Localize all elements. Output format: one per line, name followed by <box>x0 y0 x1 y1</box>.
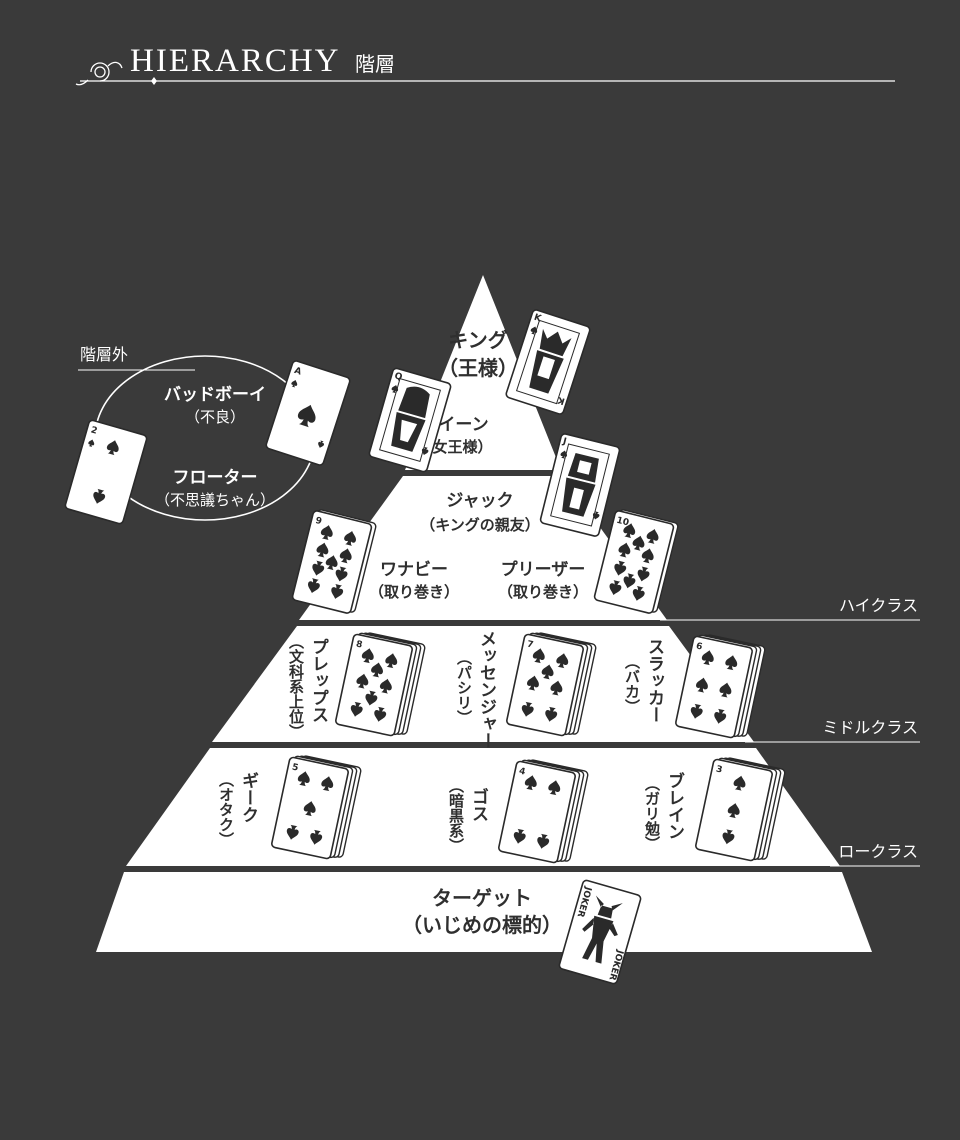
target-name: ターゲット <box>432 886 532 910</box>
class-middle: ミドルクラス <box>822 718 918 737</box>
seven-rank: 7 <box>526 639 534 650</box>
tier-top <box>405 275 561 470</box>
messenger-desc: （パシリ） <box>455 650 473 725</box>
geek-name: ギーク <box>238 772 258 823</box>
king-desc: （王様） <box>438 356 518 380</box>
four-rank: 4 <box>518 766 526 777</box>
class-markers: ハイクラス ミドルクラス ロークラス <box>660 596 920 867</box>
tier-target <box>96 872 872 952</box>
goth-desc: （暗黒系） <box>447 778 465 853</box>
badboy-desc: （不良） <box>185 408 245 426</box>
card-eight: 8 <box>335 632 426 737</box>
card-three: 3 <box>695 757 786 862</box>
jack-rank: J <box>561 437 568 448</box>
king-name: キング <box>448 328 507 352</box>
page-subtitle: 階層 <box>355 53 395 76</box>
jack-desc: （キングの親友） <box>420 516 540 534</box>
outside-label: 階層外 <box>80 345 128 364</box>
slacker-desc: （バカ） <box>623 654 641 714</box>
geek-desc: （オタク） <box>217 772 235 847</box>
card-nine: 9 <box>291 509 377 614</box>
card-seven: 7 <box>506 632 597 737</box>
card-four: 4 <box>498 759 589 864</box>
brain-name: ブレイン <box>664 771 684 840</box>
jester-icon <box>582 895 623 964</box>
card-joker: JOKER JOKER <box>558 879 642 985</box>
eight-rank: 8 <box>355 639 363 650</box>
two-rank: 2 <box>90 425 99 436</box>
brain-desc: （ガリ勉） <box>643 776 661 851</box>
goth-name: ゴス <box>468 787 488 822</box>
wannabe-desc: （取り巻き） <box>369 583 459 601</box>
wannabe-name: ワナビー <box>380 560 448 580</box>
king-rank: K <box>533 313 544 325</box>
card-six: 6 <box>675 634 766 739</box>
card-jack: J <box>539 433 621 537</box>
ace-rank: A <box>293 366 303 378</box>
jack-name: ジャック <box>446 491 513 511</box>
card-ten: 10 <box>593 509 679 614</box>
tier-labels: キング （王様） クイーン （女王様） ジャック （キングの親友） ワナビー （… <box>217 328 684 937</box>
preps-name: プレップス <box>308 638 328 723</box>
class-low: ロークラス <box>838 842 918 861</box>
svg-text:K: K <box>556 394 567 406</box>
queen-rank: Q <box>393 371 403 383</box>
card-king: K K <box>505 309 591 415</box>
floater-name: フローター <box>173 468 258 488</box>
badboy-name: バッドボーイ <box>164 385 266 405</box>
pleaser-name: プリーザー <box>501 559 586 580</box>
three-rank: 3 <box>715 764 723 775</box>
card-five: 5 <box>271 755 362 860</box>
preps-desc: （文科系上位） <box>287 634 305 739</box>
card-ace: A <box>265 360 351 466</box>
class-high: ハイクラス <box>839 596 918 615</box>
card-two: 2 <box>64 419 148 525</box>
ten-rank: 10 <box>615 516 630 529</box>
header: HIERARCHY 階層 <box>75 43 895 86</box>
nine-rank: 9 <box>314 516 322 527</box>
slacker-name: スラッカー <box>644 638 664 723</box>
queen-desc: （女王様） <box>417 438 492 456</box>
card-queen: Q <box>368 367 452 473</box>
floater-desc: （不思議ちゃん） <box>155 491 275 509</box>
rule-diamond-icon <box>151 77 157 85</box>
target-desc: （いじめの標的） <box>402 913 562 937</box>
messenger-name: メッセンジャー <box>476 630 497 749</box>
pleaser-desc: （取り巻き） <box>498 583 588 601</box>
page-title: HIERARCHY <box>130 43 341 79</box>
six-rank: 6 <box>695 641 703 652</box>
five-rank: 5 <box>291 762 299 773</box>
